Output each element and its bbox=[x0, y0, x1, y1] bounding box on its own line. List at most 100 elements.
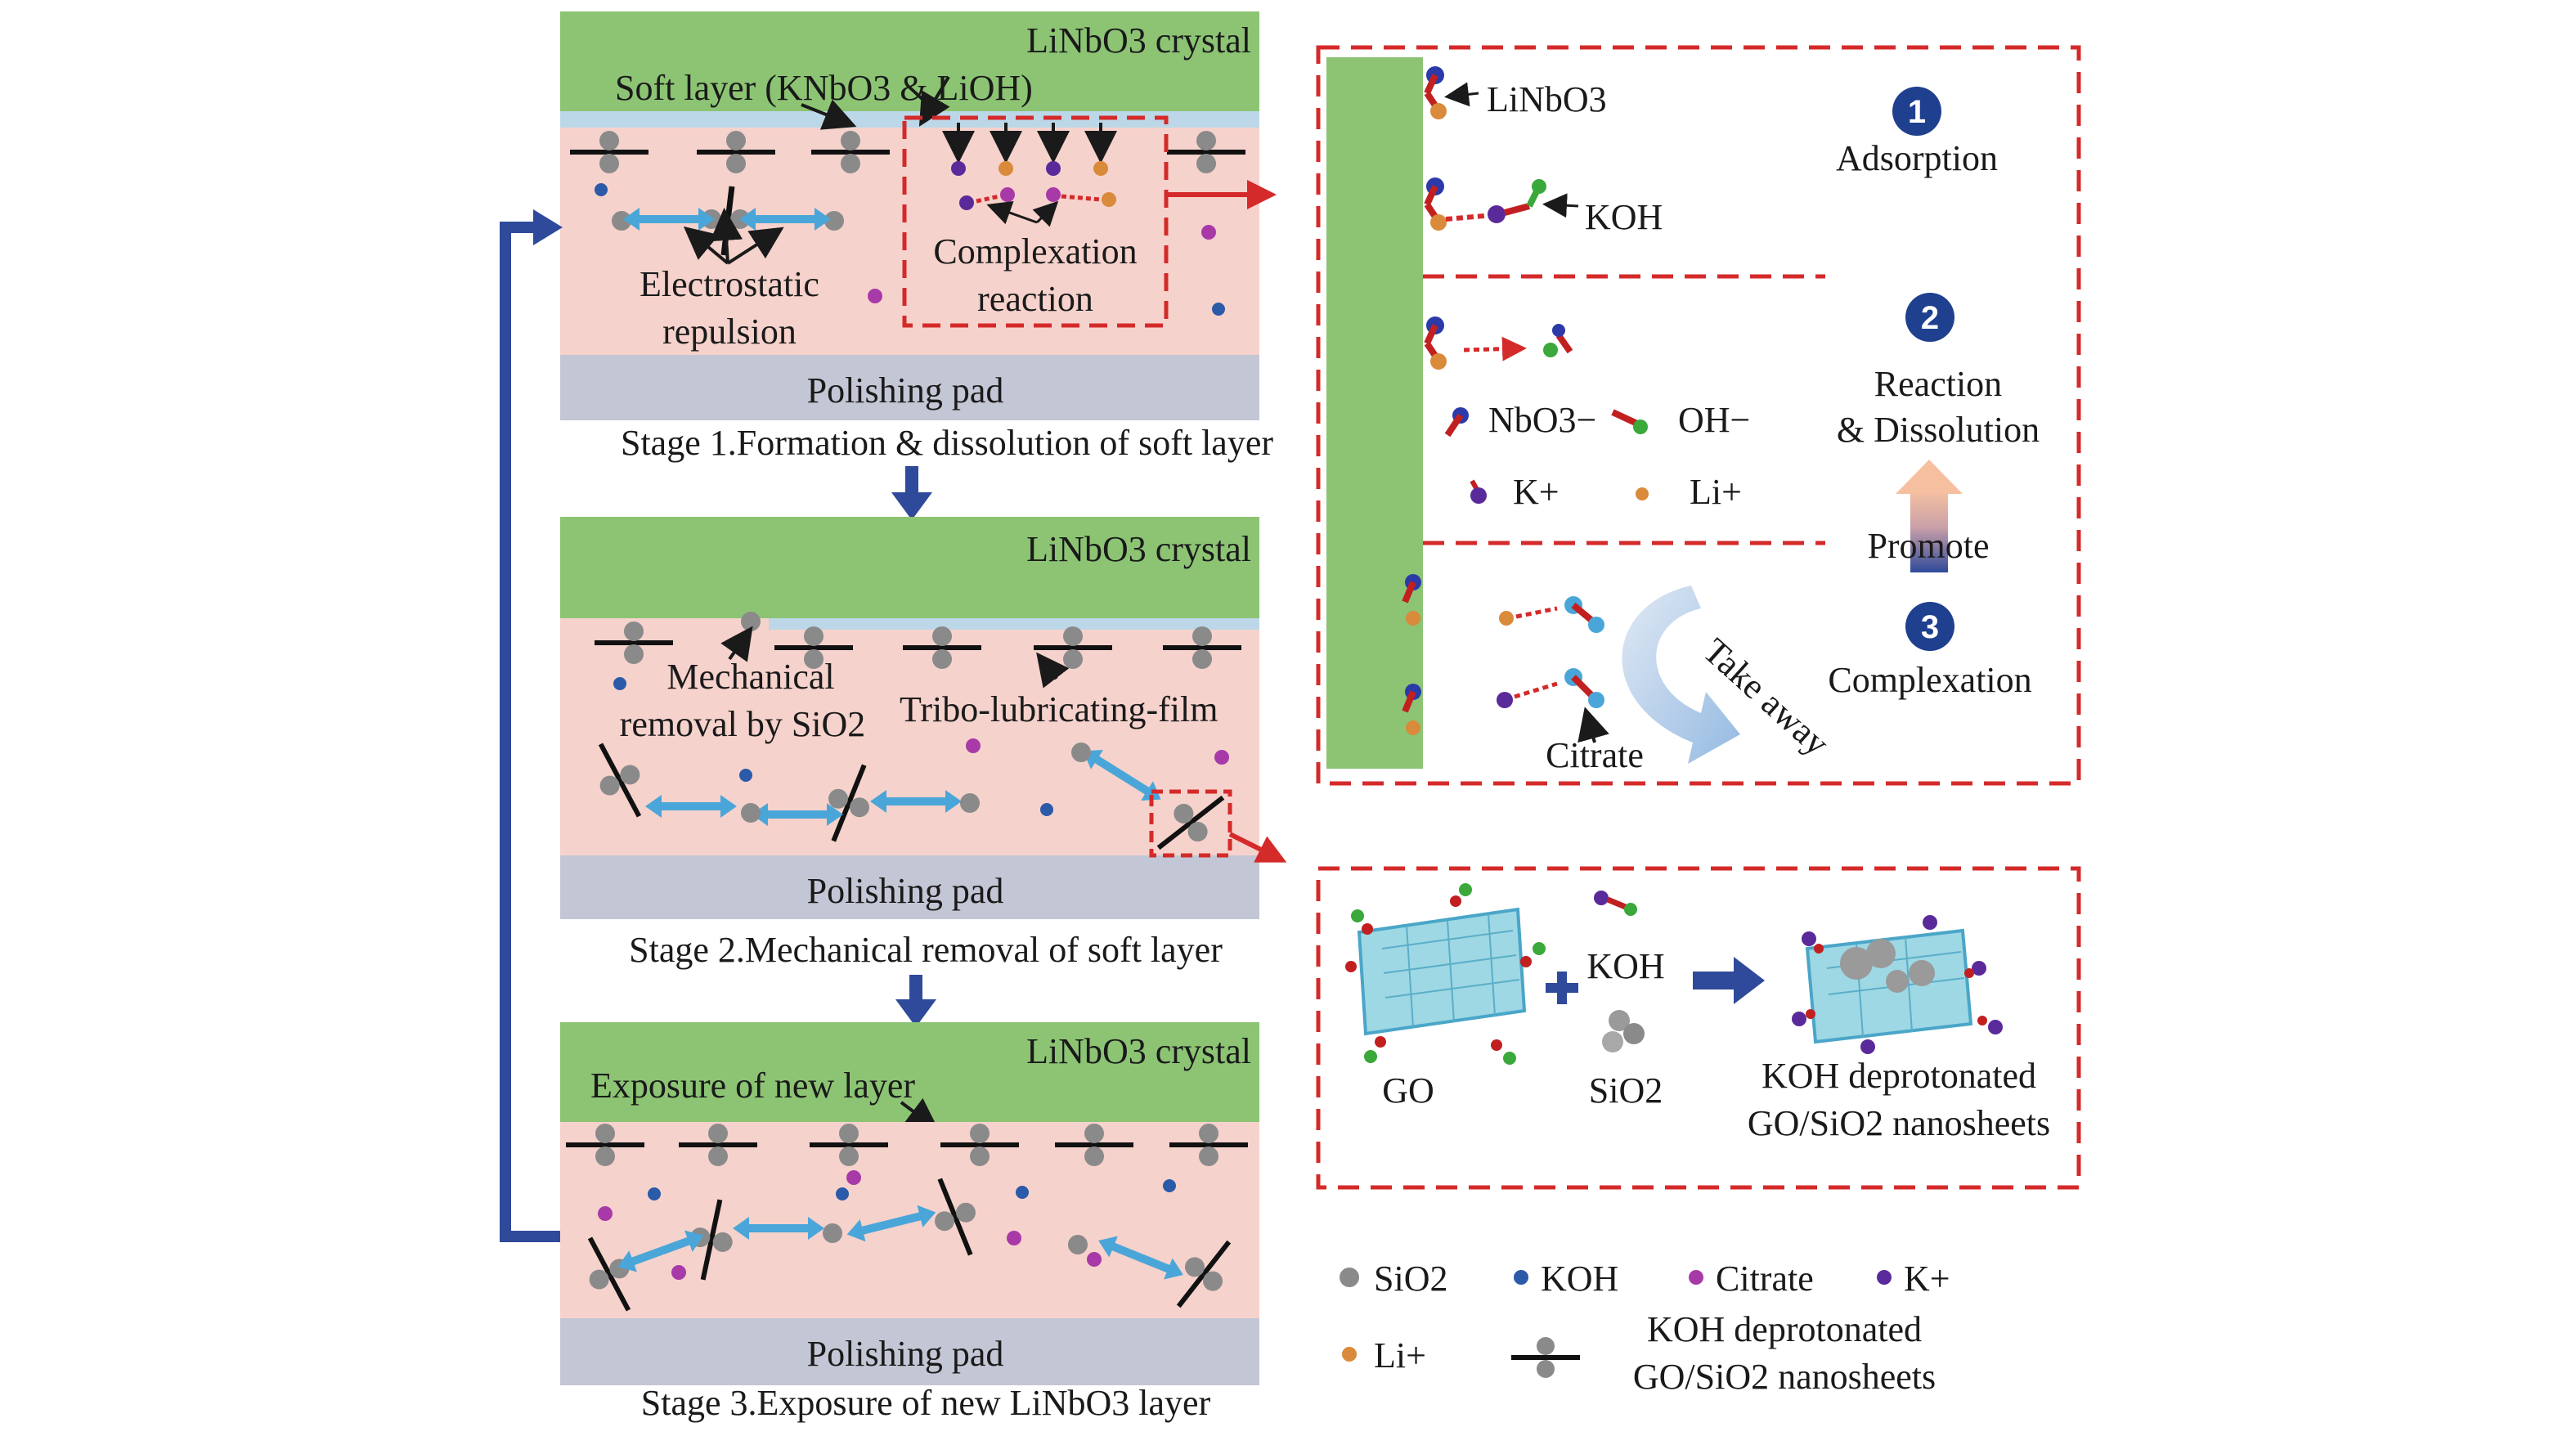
citrate-k-complex bbox=[1497, 668, 1604, 708]
legend-li-swatch bbox=[1342, 1347, 1357, 1362]
legend-nanosheet-label-1: KOH deprotonated bbox=[1647, 1309, 1922, 1349]
plus-sign bbox=[1546, 972, 1578, 1004]
nbo3-fragment bbox=[1543, 324, 1573, 357]
legend-citrate-swatch bbox=[1689, 1270, 1703, 1285]
citrate-label: Citrate bbox=[1546, 735, 1644, 775]
legend-nanosheet-label-2: GO/SiO2 nanosheets bbox=[1633, 1357, 1936, 1397]
zoom-connector-2 bbox=[1228, 832, 1287, 863]
koh-label: KOH bbox=[1585, 197, 1663, 237]
stage-3-polishing-pad bbox=[560, 1318, 1259, 1385]
go-label: GO bbox=[1382, 1070, 1434, 1111]
citrate-li-complex bbox=[1499, 596, 1604, 633]
soft-layer-pointer bbox=[801, 99, 857, 130]
complexation-zoom-box bbox=[902, 115, 1169, 328]
go-sheet bbox=[1345, 883, 1546, 1065]
promote-label: Promote bbox=[1867, 526, 1989, 566]
k-label: K+ bbox=[1513, 472, 1560, 512]
synthesis-box: GO KOH SiO2 bbox=[1316, 866, 2081, 1190]
electrostatic-label-1: Electrostatic bbox=[640, 264, 819, 304]
koh-particle bbox=[1040, 803, 1053, 816]
sio2-particle bbox=[741, 612, 761, 631]
koh-particle bbox=[836, 1187, 849, 1200]
citrate-particle bbox=[846, 1170, 861, 1185]
k-icon bbox=[1470, 479, 1487, 504]
synthesis-koh-label: KOH bbox=[1586, 946, 1664, 986]
koh-particle bbox=[1163, 1179, 1176, 1192]
sio2-cluster bbox=[1602, 1010, 1645, 1052]
adsorbing-ions bbox=[942, 123, 1117, 227]
legend-citrate-label: Citrate bbox=[1716, 1259, 1814, 1299]
stage-1-crystal-label: LiNbO3 crystal bbox=[1026, 20, 1251, 61]
step-1-number: 1 bbox=[1908, 94, 1926, 130]
flow-arrow-1-2 bbox=[891, 466, 932, 520]
stage-1-slurry bbox=[560, 128, 1259, 355]
nbo3-icon bbox=[1444, 407, 1469, 438]
koh-particle bbox=[739, 769, 752, 782]
step-3-label: Complexation bbox=[1828, 660, 2031, 700]
koh-molecule-small bbox=[1594, 891, 1637, 916]
stage-2-caption: Stage 2.Mechanical removal of soft layer bbox=[629, 930, 1223, 970]
stage-2-polishing-pad bbox=[560, 855, 1259, 919]
stage-1-soft-layer-label: Soft layer (KNbO3 & LiOH) bbox=[615, 68, 1033, 108]
stage-1-crystal bbox=[560, 11, 1259, 111]
step-1-label: Adsorption bbox=[1836, 138, 1998, 178]
koh-molecule bbox=[1488, 179, 1546, 223]
stage-3-crystal-label: LiNbO3 crystal bbox=[1026, 1031, 1251, 1071]
citrate-particle bbox=[598, 1206, 613, 1221]
legend-koh-label: KOH bbox=[1541, 1259, 1618, 1299]
flow-arrow-2-3 bbox=[895, 975, 936, 1027]
nbo3-label: NbO3− bbox=[1488, 400, 1596, 440]
surface-fragment-2 bbox=[1402, 684, 1421, 735]
sio2-particle bbox=[612, 211, 631, 231]
sio2-particle bbox=[824, 211, 844, 231]
linbo3-label: LiNbO3 bbox=[1487, 79, 1607, 119]
complexation-label-1: Complexation bbox=[933, 231, 1137, 271]
step-2-label-b: & Dissolution bbox=[1837, 410, 2040, 450]
stage-2-pad-label: Polishing pad bbox=[807, 871, 1004, 911]
stage-2-crystal-label: LiNbO3 crystal bbox=[1026, 529, 1251, 569]
koh-particle bbox=[1016, 1186, 1029, 1199]
citrate-particle bbox=[1087, 1252, 1102, 1267]
electrostatic-label-2: repulsion bbox=[662, 312, 797, 352]
stage-3-pad-label: Polishing pad bbox=[807, 1334, 1004, 1374]
synthesis-sio2-label: SiO2 bbox=[1589, 1070, 1663, 1111]
citrate-particle bbox=[671, 1265, 686, 1280]
stage-1-panel: LiNbO3 crystal Soft layer (KNbO3 & LiOH)… bbox=[560, 11, 1277, 420]
koh-particle bbox=[648, 1187, 661, 1200]
tribo-label: Tribo-lubricating-film bbox=[900, 689, 1218, 729]
oh-icon bbox=[1611, 409, 1648, 434]
sio2-particle bbox=[823, 1223, 842, 1243]
koh-particle bbox=[613, 677, 626, 690]
repulsion-pointer bbox=[683, 226, 729, 265]
nanosheet-zoom-box bbox=[1149, 789, 1232, 858]
legend-li-label: Li+ bbox=[1374, 1335, 1426, 1375]
koh-particle bbox=[595, 183, 608, 196]
mechanical-pointer bbox=[720, 626, 753, 662]
tribo-pointer bbox=[1036, 652, 1070, 689]
stage-3-panel: LiNbO3 crystal Exposure of new layer Pol… bbox=[560, 1022, 1259, 1385]
sio2-particle bbox=[960, 793, 980, 813]
sio2-particle bbox=[1071, 743, 1091, 762]
complexation-label-2: reaction bbox=[977, 279, 1093, 319]
step-3-number: 3 bbox=[1921, 609, 1939, 645]
legend-sio2-swatch bbox=[1340, 1268, 1359, 1287]
step-1-badge bbox=[1892, 87, 1941, 136]
citrate-particle bbox=[966, 738, 981, 753]
surface-fragment-1 bbox=[1402, 574, 1421, 626]
sio2-particle bbox=[1068, 1235, 1088, 1254]
legend-koh-swatch bbox=[1514, 1270, 1528, 1285]
stage-1-caption: Stage 1.Formation & dissolution of soft … bbox=[621, 423, 1273, 463]
citrate-pointer bbox=[1577, 707, 1609, 743]
stage-2-crystal bbox=[560, 517, 1259, 618]
stage-3-caption: Stage 3.Exposure of new LiNbO3 layer bbox=[641, 1383, 1211, 1423]
mechanism-crystal bbox=[1326, 57, 1423, 769]
stage-2-panel: LiNbO3 crystal Polishing pad Mechanical … bbox=[560, 517, 1287, 919]
product-label-2: GO/SiO2 nanosheets bbox=[1748, 1103, 2050, 1143]
stage-2-slurry bbox=[560, 618, 1259, 855]
citrate-particle bbox=[1007, 1231, 1021, 1245]
soft-layer-pointer-2 bbox=[918, 75, 950, 127]
mechanism-box: LiNbO3 KOH 1 Adsorption NbO3− bbox=[1316, 45, 2081, 786]
mechanical-label-1: Mechanical bbox=[666, 657, 834, 697]
sio2-particle bbox=[741, 803, 761, 823]
